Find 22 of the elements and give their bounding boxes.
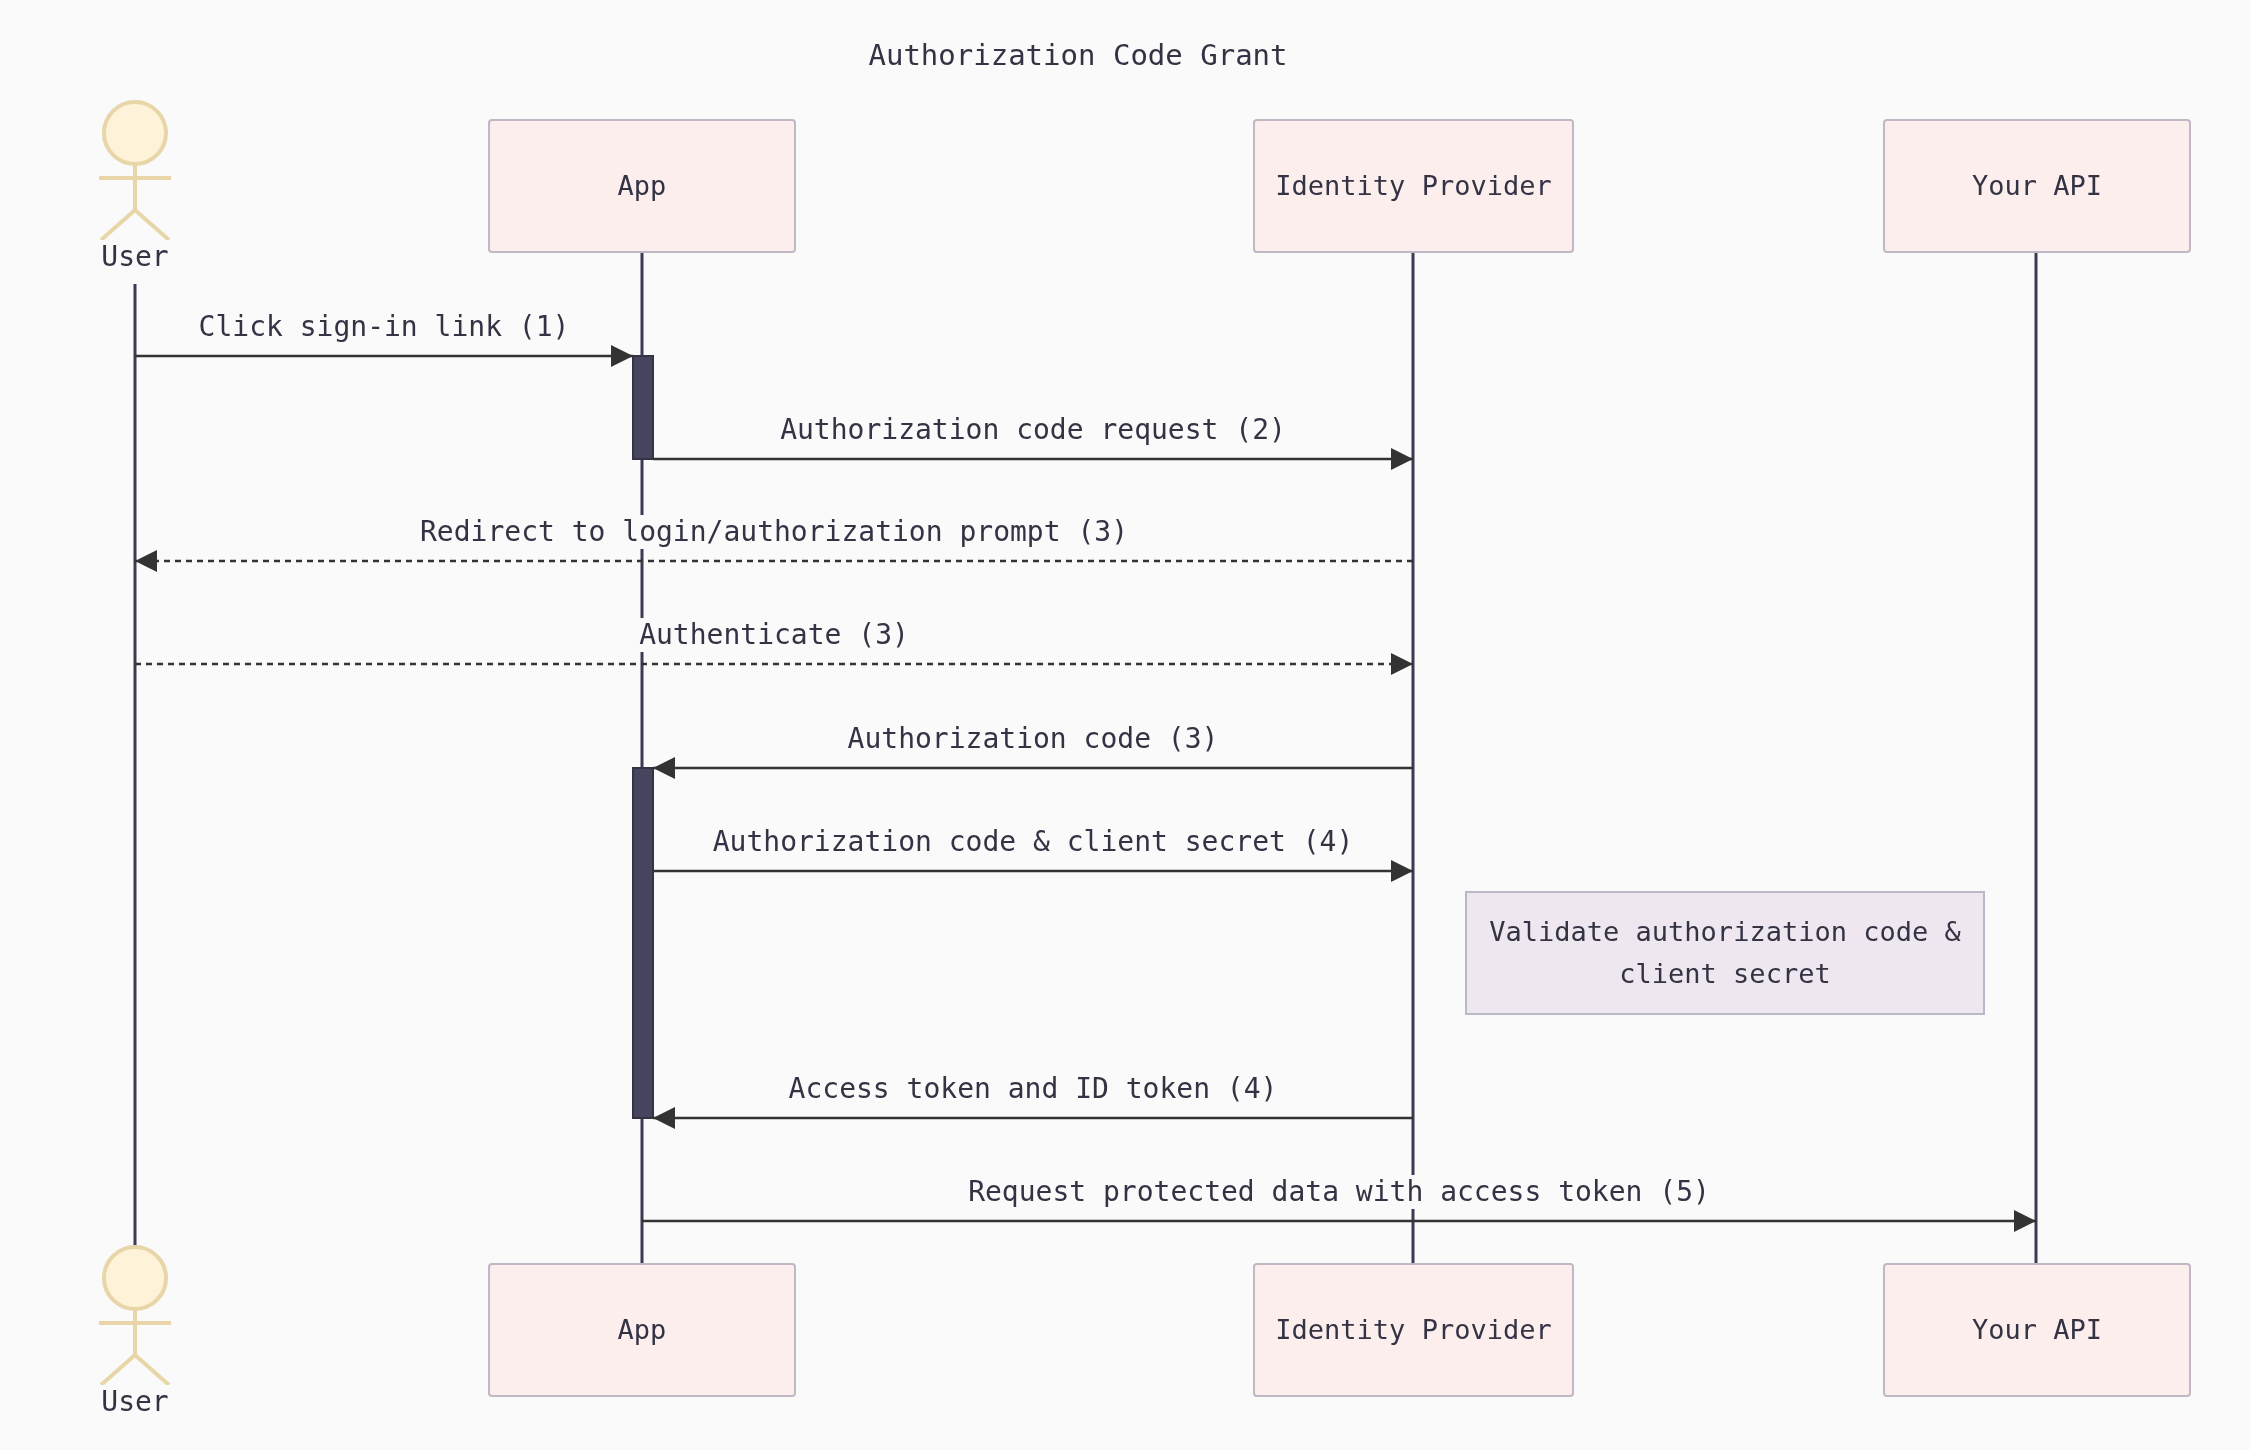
note-box: Validate authorization code & client secret (1465, 891, 1985, 1015)
participant-box: Identity Provider (1253, 119, 1574, 253)
arrow (642, 1210, 2036, 1232)
activation-bar (632, 355, 654, 460)
participant-box: Your API (1883, 1263, 2191, 1397)
arrow (653, 448, 1413, 470)
arrow (653, 860, 1413, 882)
arrow (135, 345, 633, 367)
arrow (653, 1107, 1413, 1129)
participant-box: App (488, 1263, 796, 1397)
lifeline (133, 284, 137, 1248)
dashed-arrow (135, 550, 1413, 572)
actor-label: User (101, 240, 169, 274)
arrow (653, 757, 1413, 779)
dashed-arrow (135, 653, 1413, 675)
participant-box: Your API (1883, 119, 2191, 253)
actor-label: User (101, 1385, 169, 1419)
diagram-title: Authorization Code Grant (867, 38, 1289, 72)
participant-box: App (488, 119, 796, 253)
lifeline (2034, 253, 2038, 1263)
participant-box: Identity Provider (1253, 1263, 1574, 1397)
activation-bar (632, 767, 654, 1119)
